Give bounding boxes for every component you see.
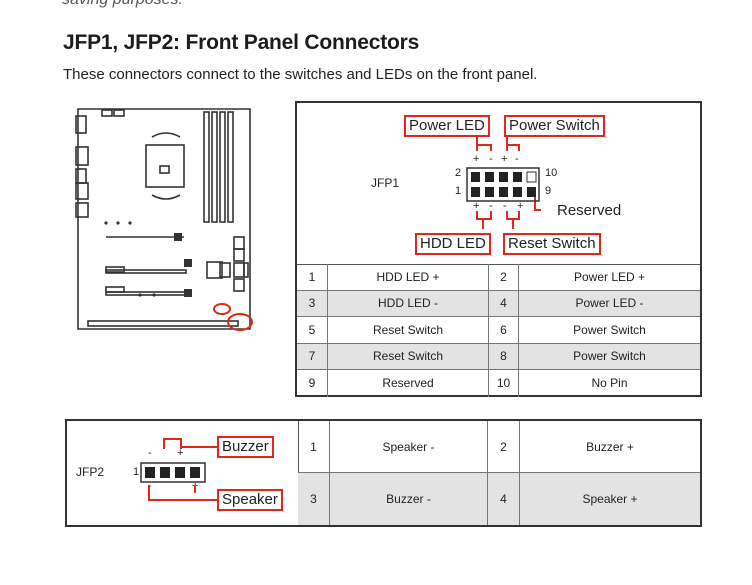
pin-number: 2	[488, 421, 520, 472]
pin-sign: +	[473, 200, 480, 212]
jfp1-diagram: Power LED Power Switch JFP1 2 1 10 9 + -…	[297, 103, 700, 265]
pin-definition: Power Switch	[573, 349, 646, 364]
table-row: 5 Reset Switch 6 Power Switch	[297, 317, 700, 344]
pin-sign: -	[148, 447, 152, 459]
jfp2-diagram: JFP2 1 - + - + Buzzer Speaker	[67, 421, 299, 525]
pin-number: 1	[297, 264, 328, 290]
cut-off-text: saving purposes.	[62, 0, 183, 9]
table-row: 3 HDD LED - 4 Power LED -	[297, 290, 700, 317]
board-outline	[77, 108, 251, 330]
pin-definition: Speaker -	[330, 421, 488, 472]
dimm-slot	[203, 111, 210, 223]
table-row: 3 Buzzer - 4 Speaker +	[298, 473, 700, 525]
jfp2-table: JFP2 1 - + - + Buzzer Speaker 1 Speaker …	[65, 419, 702, 527]
speaker-label: Speaker	[217, 489, 283, 511]
pin-number: 1	[298, 421, 330, 472]
jfp2-highlight	[213, 303, 231, 315]
pin-number: 9	[297, 370, 328, 397]
pin-definition: Power LED -	[575, 296, 644, 311]
pin-definition: Speaker +	[582, 492, 638, 506]
chip	[206, 261, 223, 279]
pin-definition: Reset Switch	[328, 317, 489, 343]
pin-number: 4	[488, 473, 520, 525]
io-block	[75, 202, 89, 218]
jfp1-table: Power LED Power Switch JFP1 2 1 10 9 + -…	[295, 101, 702, 397]
power-switch-label: Power Switch	[504, 115, 605, 137]
table-row: 1 HDD LED + 2 Power LED +	[297, 264, 700, 291]
bottom-headers	[87, 320, 239, 327]
pin-number: 1	[455, 185, 462, 197]
pin-number: 6	[489, 317, 519, 343]
io-block	[75, 182, 89, 200]
table-row: 9 Reserved 10 No Pin	[297, 370, 700, 397]
pin-number: 2	[455, 167, 462, 179]
pin-sign: -	[489, 153, 493, 165]
pin-number: 9	[545, 185, 552, 197]
jfp1-highlight	[227, 313, 253, 331]
pin-sign: +	[177, 447, 184, 459]
pin-number: 8	[489, 343, 519, 369]
pin-number: 1	[133, 466, 140, 478]
io-block	[75, 115, 87, 134]
table-row: 7 Reset Switch 8 Power Switch	[297, 343, 700, 370]
pin-definition: No Pin	[591, 376, 628, 391]
pin-number: 4	[489, 290, 519, 316]
pin-sign: -	[503, 200, 507, 212]
pin-definition: Reset Switch	[328, 343, 489, 369]
cpu-socket	[145, 144, 185, 188]
motherboard-diagram	[75, 108, 253, 331]
pin-definition: HDD LED +	[328, 264, 489, 290]
pin-definition: Power LED +	[573, 269, 646, 284]
power-led-label: Power LED	[404, 115, 490, 137]
buzzer-label: Buzzer	[217, 436, 274, 458]
pin-sign: -	[489, 200, 493, 212]
reserved-label: Reserved	[557, 202, 622, 219]
hdd-led-label: HDD LED	[415, 233, 491, 255]
io-block	[75, 146, 89, 166]
pin-definition: Reserved	[328, 370, 489, 397]
jfp1-pin-header	[466, 135, 541, 229]
pin-number: 7	[297, 343, 328, 369]
pin-number: 5	[297, 317, 328, 343]
pin-sign: +	[501, 153, 508, 165]
pin-definition: Power Switch	[573, 322, 646, 337]
pin-definition: HDD LED -	[328, 290, 489, 316]
reset-switch-label: Reset Switch	[503, 233, 601, 255]
jfp2-pin-header	[140, 438, 217, 501]
pin-definition: Buzzer +	[586, 439, 634, 454]
table-row: 1 Speaker - 2 Buzzer +	[298, 421, 700, 473]
pin-sign: -	[515, 153, 519, 165]
pin-definition: Buzzer -	[330, 473, 488, 525]
pin-number: 3	[297, 290, 328, 316]
jfp1-name: JFP1	[371, 176, 400, 190]
pin-number: 2	[489, 264, 519, 290]
page-title: JFP1, JFP2: Front Panel Connectors	[63, 31, 420, 54]
pin-number: 3	[298, 473, 330, 525]
pin-sign: +	[517, 200, 524, 212]
pin-number: 10	[545, 167, 558, 179]
intro-text: These connectors connect to the switches…	[63, 66, 538, 83]
jfp2-name: JFP2	[76, 465, 105, 479]
pin-sign: +	[473, 153, 480, 165]
pin-number: 10	[489, 370, 519, 397]
